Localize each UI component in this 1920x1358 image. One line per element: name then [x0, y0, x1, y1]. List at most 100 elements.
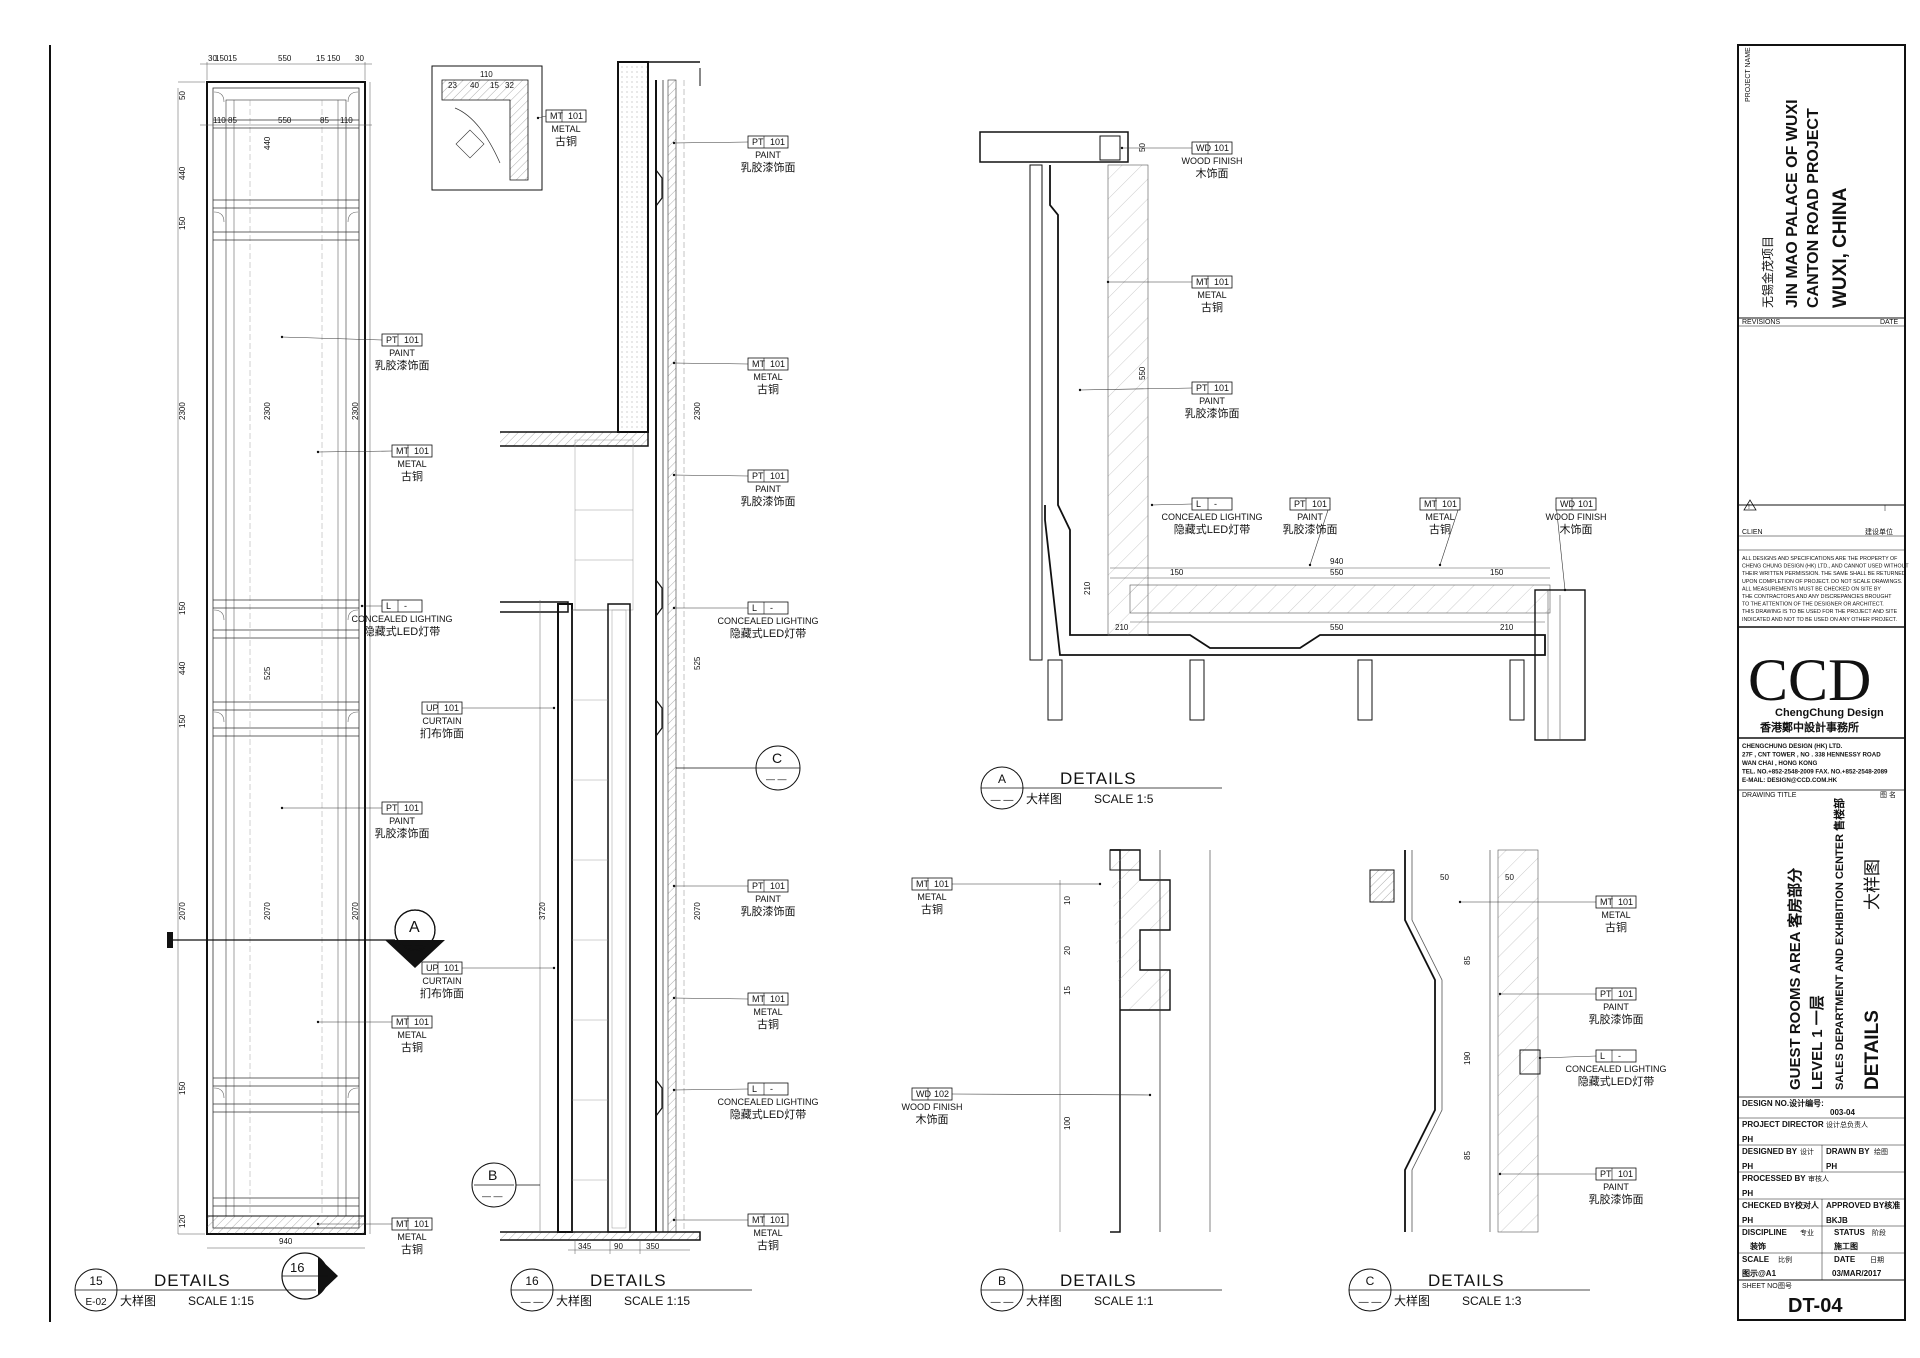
material-cn: 古铜 — [921, 902, 943, 916]
detail-15-elevation — [177, 62, 372, 1249]
dim-text: 85 — [320, 116, 329, 125]
material-cn: 扪布饰面 — [420, 726, 464, 740]
dim-text: 525 — [693, 656, 702, 670]
scale-label: SCALE — [1742, 1255, 1770, 1264]
material-en: METAL — [753, 372, 782, 382]
material-number: 101 — [414, 446, 429, 456]
dim-text: 550 — [1330, 568, 1344, 577]
material-cn: 古铜 — [1605, 920, 1627, 934]
material-en: CONCEALED LIGHTING — [1565, 1064, 1666, 1074]
dim-text: 90 — [614, 1242, 623, 1251]
dim-text: 85 — [1463, 956, 1472, 965]
material-en: CURTAIN — [422, 976, 461, 986]
warn-mark: ! — [1748, 504, 1750, 511]
material-en: METAL — [1197, 290, 1226, 300]
dim-text: 550 — [1138, 366, 1147, 380]
checked-by-label: CHECKED BY校对人 — [1742, 1200, 1820, 1210]
material-code: L — [1196, 499, 1201, 509]
date-value: 03/MAR/2017 — [1832, 1269, 1882, 1278]
material-number: - — [770, 603, 773, 613]
material-number: - — [1214, 499, 1217, 509]
material-code: MT — [752, 1215, 765, 1225]
marker-sub: — — — [403, 939, 424, 949]
design-no-value: 003-04 — [1830, 1108, 1855, 1117]
status-value: 施工图 — [1834, 1241, 1858, 1251]
drawn-by-value: PH — [1826, 1162, 1837, 1171]
drawing-title-cn: 图 名 — [1880, 790, 1896, 799]
date-cn: 日期 — [1870, 1256, 1884, 1264]
material-en: CONCEALED LIGHTING — [1161, 512, 1262, 522]
dim-text: 100 — [1063, 1116, 1072, 1130]
material-number: 101 — [1214, 143, 1229, 153]
checked-by-value: PH — [1742, 1216, 1753, 1225]
material-en: METAL — [397, 1030, 426, 1040]
dim-text: 2070 — [263, 902, 272, 920]
material-cn: 乳胶漆饰面 — [1589, 1012, 1644, 1026]
material-en: PAINT — [1297, 512, 1323, 522]
detail-ref: — — — [991, 795, 1014, 806]
revisions-label: REVISIONS — [1742, 319, 1780, 326]
material-number: 101 — [770, 359, 785, 369]
material-cn: 古铜 — [401, 1040, 423, 1054]
notes: ALL DESIGNS AND SPECIFICATIONS ARE THE P… — [1742, 556, 1909, 623]
detail-15-left-dims: 50 440 150 2300 150 440 150 2070 150 120… — [178, 91, 360, 1228]
dim-text: 150 — [1490, 568, 1504, 577]
approved-by-label: APPROVED BY核准 — [1826, 1200, 1900, 1210]
dim-text: 120 — [178, 1214, 187, 1228]
dim-text: 40 — [470, 81, 479, 90]
material-en: CONCEALED LIGHTING — [351, 614, 452, 624]
date-label: DATE — [1834, 1255, 1856, 1264]
marker-letter: B — [488, 1167, 497, 1183]
dim-text: 2300 — [263, 402, 272, 420]
client-cn: 建设单位 — [1865, 527, 1893, 536]
material-code: PT — [752, 881, 764, 891]
material-number: 101 — [568, 111, 583, 121]
dim-text: 525 — [263, 666, 272, 680]
material-cn: 木饰面 — [916, 1112, 949, 1126]
material-number: 101 — [414, 1017, 429, 1027]
marker-letter: A — [409, 919, 420, 936]
material-number: 101 — [444, 963, 459, 973]
dim-text: 30 — [208, 54, 217, 63]
material-code: MT — [1196, 277, 1209, 287]
dim-text: 550 — [278, 54, 292, 63]
detail-scale: SCALE 1:15 — [188, 1294, 254, 1308]
detail-title-cn: 大样图 — [556, 1293, 592, 1308]
material-number: 101 — [770, 471, 785, 481]
material-en: PAINT — [389, 816, 415, 826]
project-name-label: PROJECT NAME — [1745, 47, 1752, 102]
dim-text: 210 — [1115, 623, 1129, 632]
detail-ref: — — — [1359, 1297, 1382, 1308]
material-code: L — [386, 601, 391, 611]
material-cn: 古铜 — [401, 1242, 423, 1256]
status-cn: 阶段 — [1872, 1228, 1886, 1237]
material-code: MT — [396, 1219, 409, 1229]
logo: CCD — [1748, 647, 1871, 713]
detail-title: DETAILS — [154, 1271, 231, 1290]
dim-text: 2070 — [351, 902, 360, 920]
detail-B-section: 10 20 15 100 — [1059, 849, 1211, 1233]
marker-letter: C — [772, 750, 782, 766]
dim-text: 150 — [1170, 568, 1184, 577]
material-cn: 隐藏式LED灯带 — [730, 1108, 806, 1121]
material-en: PAINT — [755, 894, 781, 904]
note-line: THE CONTRACTORS AND ANY DISCREPANCIES BR… — [1742, 594, 1892, 600]
dim-text: 50 — [178, 91, 187, 100]
detail-number: C — [1366, 1274, 1375, 1288]
dim-text: 23 — [448, 81, 457, 90]
company-line: E-MAIL: DESIGN@CCD.COM.HK — [1742, 777, 1838, 784]
material-en: PAINT — [1603, 1002, 1629, 1012]
dim-text: 15 — [1063, 986, 1072, 995]
material-code: PT — [1600, 989, 1612, 999]
material-cn: 扪布饰面 — [420, 986, 464, 1000]
